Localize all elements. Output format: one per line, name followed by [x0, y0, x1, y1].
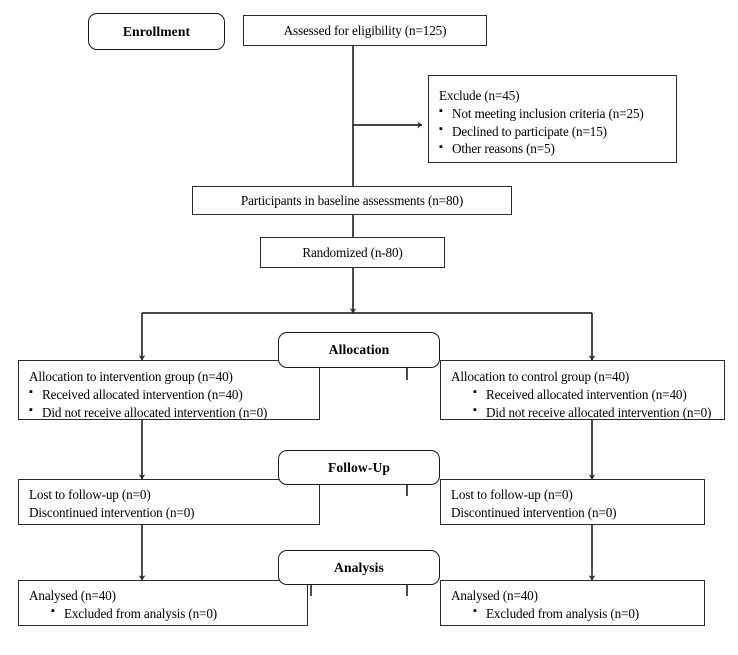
assessed-text: Assessed for eligibility (n=125): [283, 22, 447, 38]
box-allocation-control: Allocation to control group (n=40) Recei…: [440, 360, 725, 420]
exclude-reason-list: Not meeting inclusion criteria (n=25) De…: [439, 104, 668, 158]
allocation-left-list: Received allocated intervention (n=40) D…: [29, 385, 311, 422]
followup-left-line-2: Discontinued intervention (n=0): [29, 504, 195, 520]
followup-right-line-2: Discontinued intervention (n=0): [451, 504, 617, 520]
allocation-right-list: Received allocated intervention (n=40) D…: [451, 385, 716, 422]
allocation-right-title: Allocation to control group (n=40): [451, 369, 630, 384]
randomized-text: Randomized (n-80): [302, 244, 403, 260]
exclude-title: Exclude (n=45): [439, 88, 520, 103]
list-item: Did not receive allocated intervention (…: [29, 403, 311, 422]
analysis-right-list: Excluded from analysis (n=0): [451, 604, 696, 623]
box-analysis-control: Analysed (n=40) Excluded from analysis (…: [440, 580, 705, 626]
box-allocation-intervention: Allocation to intervention group (n=40) …: [18, 360, 320, 420]
list-item: Declined to participate (n=15): [439, 122, 668, 141]
allocation-left-title: Allocation to intervention group (n=40): [29, 369, 233, 384]
list-item: Received allocated intervention (n=40): [29, 385, 311, 404]
box-randomized: Randomized (n-80): [260, 237, 445, 268]
followup-right-line-1: Lost to follow-up (n=0): [451, 487, 573, 502]
box-analysis-intervention: Analysed (n=40) Excluded from analysis (…: [18, 580, 308, 626]
analysis-right-title: Analysed (n=40): [451, 588, 538, 603]
baseline-text: Participants in baseline assessments (n=…: [240, 192, 464, 208]
stage-label-allocation: Allocation: [278, 332, 440, 368]
stage-label-enrollment-text: Enrollment: [122, 23, 191, 39]
followup-left-line-1: Lost to follow-up (n=0): [29, 487, 151, 502]
box-assessed-for-eligibility: Assessed for eligibility (n=125): [243, 15, 487, 46]
list-item: Received allocated intervention (n=40): [473, 385, 716, 404]
list-item: Did not receive allocated intervention (…: [473, 403, 716, 422]
stage-label-enrollment: Enrollment: [88, 13, 225, 50]
stage-label-analysis-text: Analysis: [334, 559, 384, 575]
stage-label-allocation-text: Allocation: [328, 342, 390, 357]
box-followup-intervention: Lost to follow-up (n=0) Discontinued int…: [18, 479, 320, 525]
list-item: Other reasons (n=5): [439, 140, 668, 158]
stage-label-analysis: Analysis: [278, 550, 440, 585]
list-item: Excluded from analysis (n=0): [473, 604, 696, 623]
box-followup-control: Lost to follow-up (n=0) Discontinued int…: [440, 479, 705, 525]
analysis-left-list: Excluded from analysis (n=0): [29, 604, 299, 623]
box-exclusions: Exclude (n=45) Not meeting inclusion cri…: [428, 75, 677, 163]
analysis-left-title: Analysed (n=40): [29, 588, 116, 603]
stage-label-followup-text: Follow-Up: [327, 459, 391, 475]
stage-label-followup: Follow-Up: [278, 450, 440, 485]
list-item: Excluded from analysis (n=0): [51, 604, 299, 623]
box-baseline-assessments: Participants in baseline assessments (n=…: [192, 186, 512, 215]
list-item: Not meeting inclusion criteria (n=25): [439, 104, 668, 123]
